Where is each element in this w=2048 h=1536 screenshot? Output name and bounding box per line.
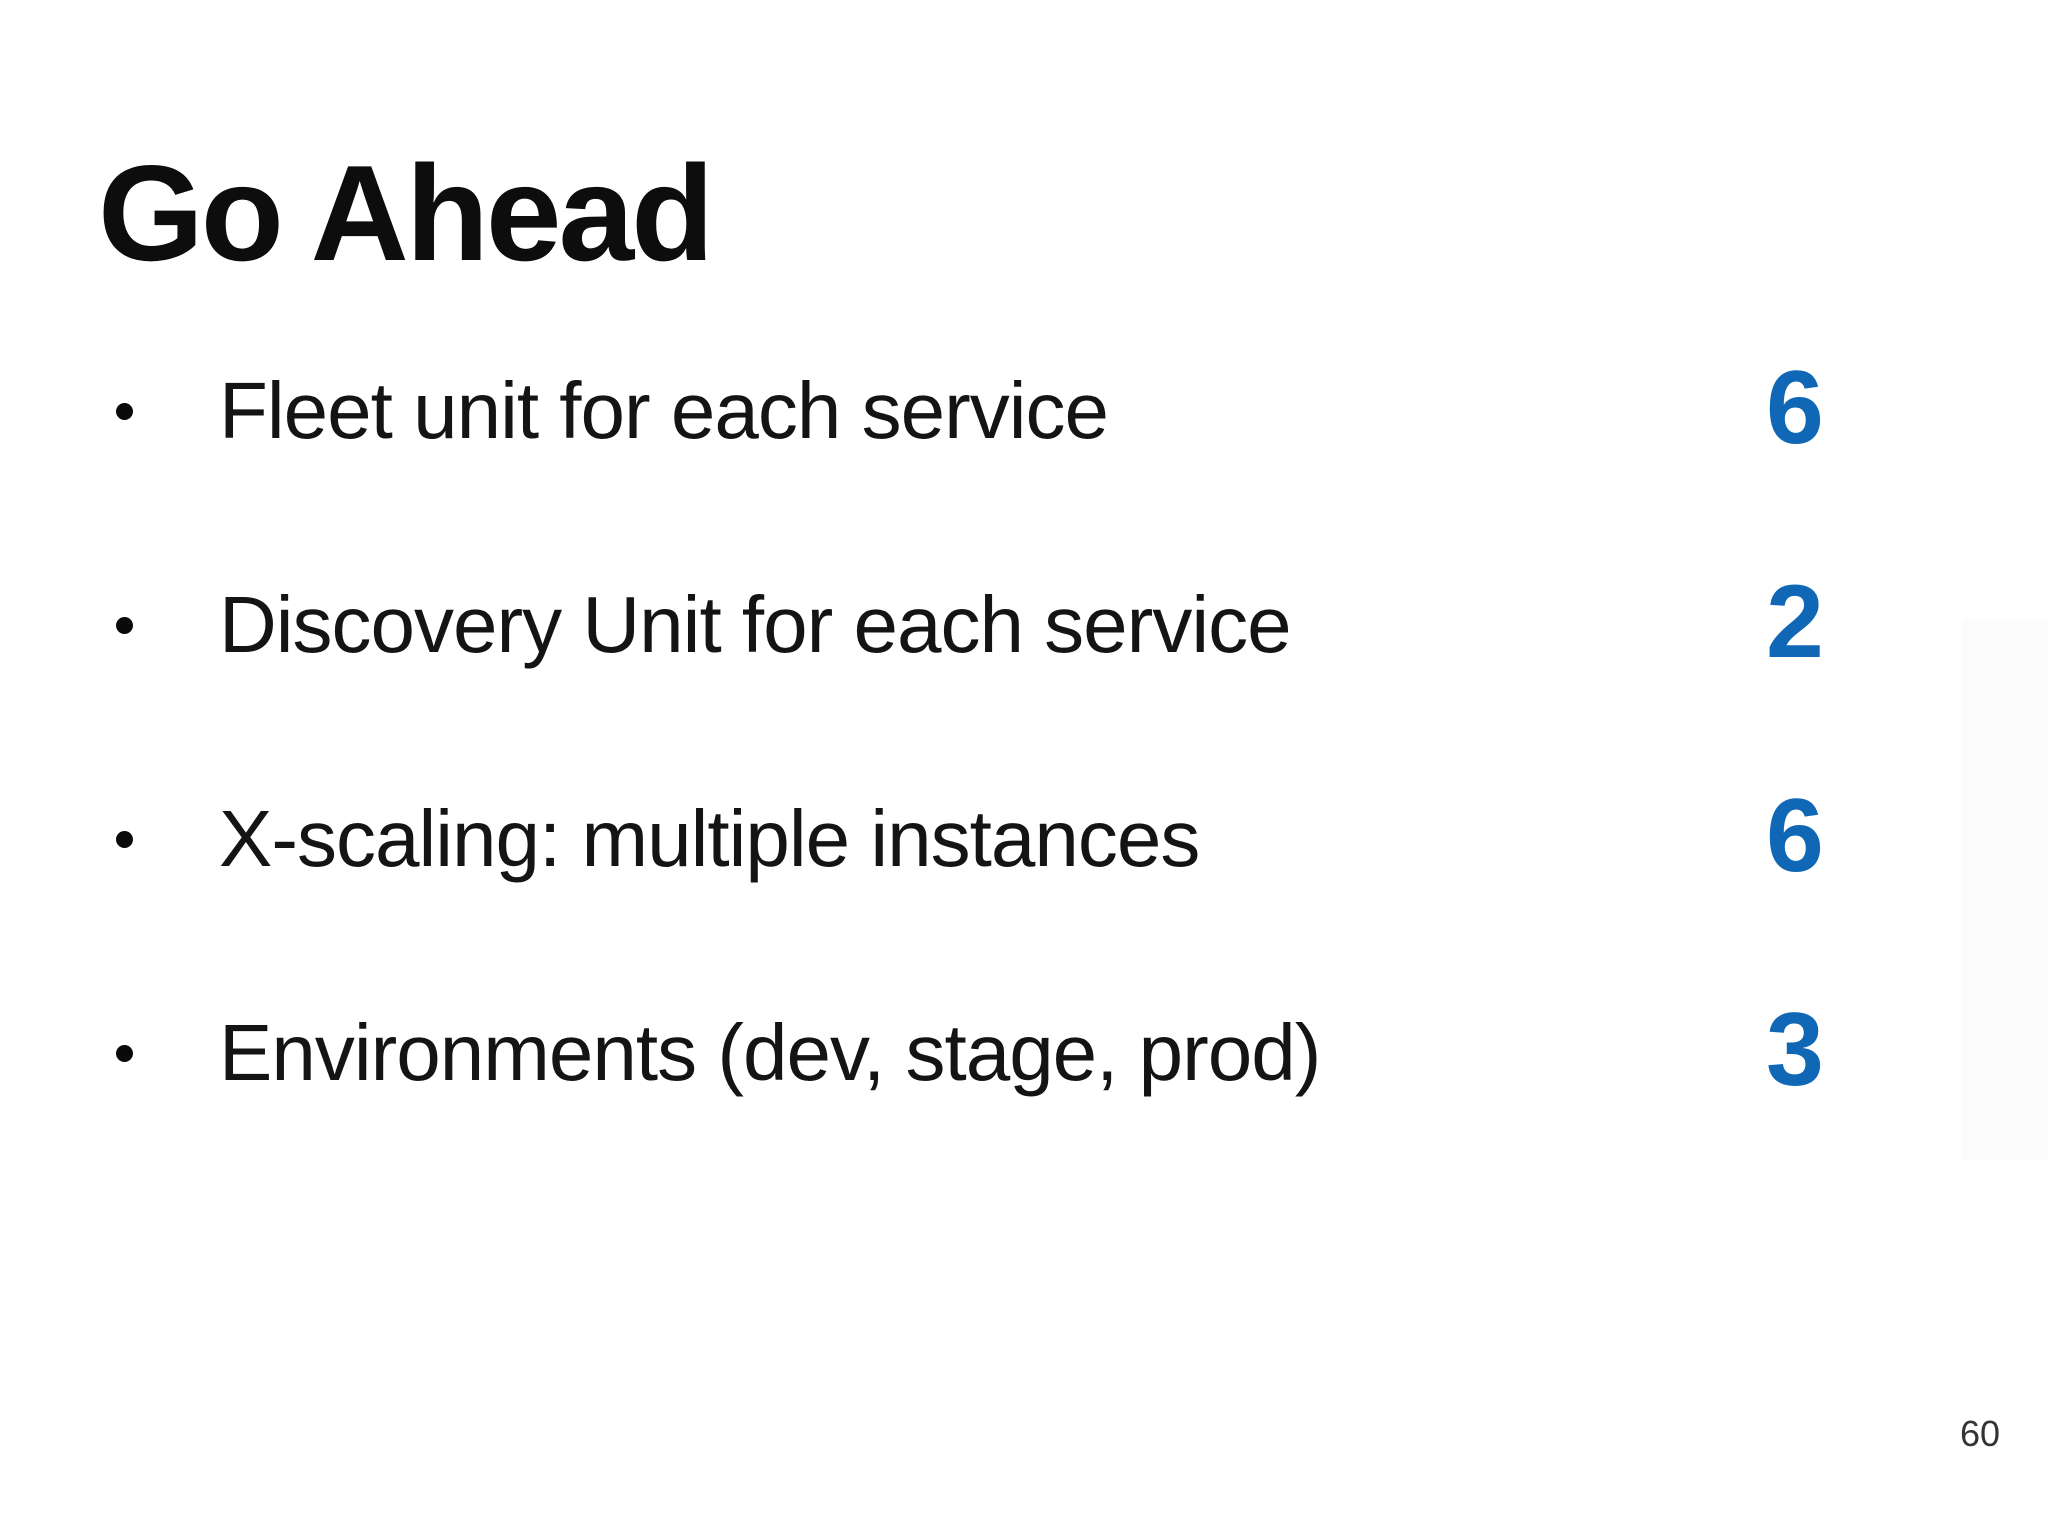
slide-title: Go Ahead	[98, 137, 714, 290]
bullet-row-x-scaling: X-scaling: multiple instances 6	[0, 784, 2048, 888]
bullet-dot-icon	[116, 616, 133, 634]
bullet-count: 6	[1766, 777, 1824, 894]
bullet-count: 3	[1766, 991, 1824, 1108]
bullet-text: X-scaling: multiple instances	[219, 794, 1200, 883]
bullet-dot-icon	[116, 402, 133, 420]
bullet-list: Fleet unit for each service 6 Discovery …	[0, 356, 2048, 1102]
bullet-text: Fleet unit for each service	[219, 366, 1109, 455]
bullet-dot-icon	[116, 1044, 133, 1062]
bullet-dot-icon	[116, 830, 133, 848]
page-number: 60	[1959, 1413, 2000, 1454]
bullet-count: 6	[1766, 349, 1824, 466]
bullet-count: 2	[1766, 563, 1824, 680]
bullet-row-environments: Environments (dev, stage, prod) 3	[0, 998, 2048, 1102]
bullet-row-discovery-unit: Discovery Unit for each service 2	[0, 570, 2048, 674]
bullet-text: Environments (dev, stage, prod)	[219, 1008, 1321, 1097]
right-edge-shade	[1962, 620, 2048, 1160]
bullet-text: Discovery Unit for each service	[219, 580, 1292, 669]
bullet-row-fleet-unit: Fleet unit for each service 6	[0, 356, 2048, 460]
